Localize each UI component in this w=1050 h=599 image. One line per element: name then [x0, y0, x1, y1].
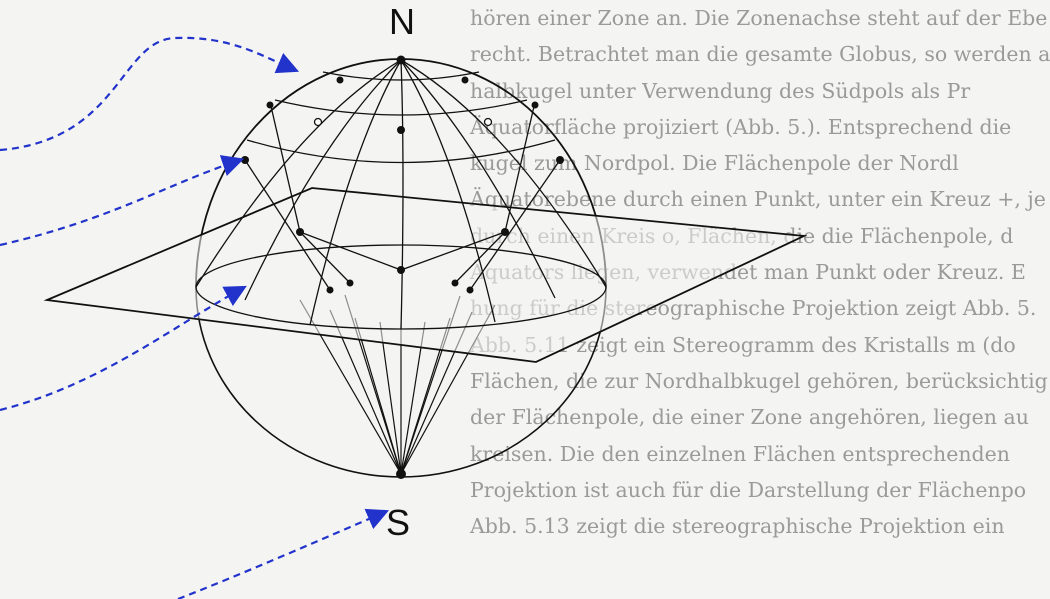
- background-text-line: hören einer Zone an. Die Zonenachse steh…: [470, 6, 1048, 30]
- arrow-3: [0, 285, 247, 412]
- arrow-1: [0, 36, 300, 152]
- background-text-line: Flächen, die zur Nordhalbkugel gehören, …: [470, 368, 1048, 393]
- background-text-line: Äquatorebene durch einen Punkt, unter ei…: [470, 187, 1046, 212]
- projection-line: [379, 321, 402, 475]
- stereographic-projection-diagram: [0, 36, 808, 599]
- background-text-line: Äquatorfläche projiziert (Abb. 5.). Ents…: [470, 114, 1012, 139]
- background-text-line: halbkugel unter Verwendung des Südpols a…: [470, 78, 971, 103]
- face-pole-circles: [313, 117, 493, 127]
- background-text-line: kreisen. Die den einzelnen Flächen entsp…: [470, 441, 1011, 466]
- equatorial-plane: [43, 187, 808, 363]
- background-text-line: Abb. 5.13 zeigt die stereographische Pro…: [470, 514, 1005, 539]
- background-text-line: der Flächenpole, die einer Zone angehöre…: [470, 405, 1029, 430]
- arrow-4: [177, 508, 390, 599]
- south-pole-point: [396, 469, 406, 479]
- background-text-line: recht. Betrachtet man die gesamte Globus…: [470, 42, 1050, 67]
- north-label: N: [389, 1, 415, 42]
- face-pole-dots: [241, 55, 564, 294]
- annotation-arrows: [0, 36, 390, 599]
- hemisphere-grid: [195, 59, 607, 330]
- arrow-2: [0, 155, 245, 247]
- background-text-line: Projektion ist auch für die Darstellung …: [470, 477, 1027, 502]
- south-label: S: [386, 502, 411, 543]
